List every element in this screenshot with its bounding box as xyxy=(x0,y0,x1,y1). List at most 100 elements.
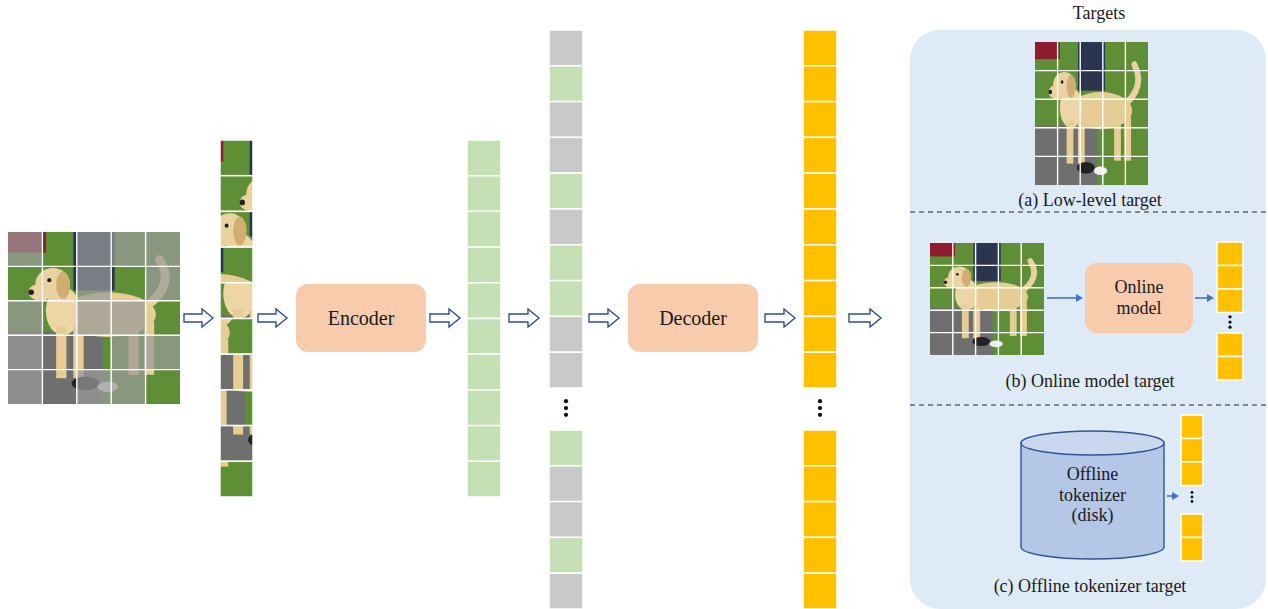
dashed-separator xyxy=(910,404,1268,405)
token-cell xyxy=(549,573,583,609)
token-cell xyxy=(803,102,837,138)
token-cell xyxy=(1217,289,1243,313)
grid-line xyxy=(1035,70,1148,71)
target-label: (b) Online model target xyxy=(910,371,1266,392)
masked-patch xyxy=(111,301,145,335)
ellipsis-dot xyxy=(1191,500,1194,503)
token-cell xyxy=(803,30,837,66)
box-label: Decoder xyxy=(659,307,727,330)
cylinder-body xyxy=(1021,443,1164,559)
token-cell xyxy=(803,537,837,573)
patch-border xyxy=(220,140,253,176)
grid-line xyxy=(998,243,999,355)
dog-image xyxy=(8,232,180,404)
grid-line xyxy=(76,232,77,404)
grid-line xyxy=(1035,98,1148,99)
hollow-arrow xyxy=(765,309,795,327)
masked-patch xyxy=(8,301,42,335)
ellipsis-dot xyxy=(1228,315,1231,318)
dog-image xyxy=(1035,42,1148,185)
token-cell xyxy=(467,283,501,319)
grid-line xyxy=(8,266,180,267)
arrow-head xyxy=(1172,492,1179,500)
patch-border xyxy=(220,354,253,390)
grid-line xyxy=(1035,156,1148,157)
ellipsis-dot xyxy=(818,399,822,403)
online-model-box: Online model xyxy=(1085,263,1193,333)
masked-patch xyxy=(111,335,145,369)
token-cell xyxy=(1217,242,1243,266)
dog-picture xyxy=(930,243,1044,355)
ellipsis-dot xyxy=(818,406,822,410)
masked-patch xyxy=(77,301,111,335)
token-cell xyxy=(803,281,837,317)
ellipsis-dot xyxy=(1228,326,1231,329)
token-cell xyxy=(803,466,837,502)
panel-title: Targets xyxy=(910,3,1266,24)
hollow-arrow xyxy=(258,309,287,327)
token-cell xyxy=(803,502,837,538)
token-cell xyxy=(1181,514,1203,538)
ellipsis-dot xyxy=(564,399,568,403)
token-cell xyxy=(549,245,583,281)
token-cell xyxy=(549,30,583,66)
token-cell xyxy=(1181,538,1203,562)
cylinder-top xyxy=(1021,431,1164,455)
patch-border xyxy=(220,211,253,247)
grid-line xyxy=(930,310,1044,311)
arrow-head xyxy=(1076,294,1083,302)
encoder-box: Encoder xyxy=(296,284,426,352)
grid-line xyxy=(930,332,1044,333)
patch-border xyxy=(220,176,253,212)
grid-line xyxy=(42,232,43,404)
dog-picture xyxy=(8,232,180,404)
hollow-arrow xyxy=(509,309,539,327)
decoder-box: Decoder xyxy=(628,284,758,352)
target-label: (a) Low-level target xyxy=(910,190,1266,211)
masked-patch xyxy=(146,232,180,266)
box-label: Online model xyxy=(1099,277,1179,318)
masked-patch xyxy=(8,232,42,266)
token-cell xyxy=(803,573,837,609)
ellipsis-dot xyxy=(1228,320,1231,323)
token-cell xyxy=(803,66,837,102)
token-cell xyxy=(549,173,583,209)
token-cell xyxy=(549,502,583,538)
token-cell xyxy=(467,354,501,390)
patch-border xyxy=(220,426,253,462)
masked-patch xyxy=(77,370,111,404)
token-cell xyxy=(549,537,583,573)
ellipsis-dot xyxy=(564,406,568,410)
patch-border xyxy=(220,319,253,355)
ellipsis-dot xyxy=(1191,496,1194,499)
grid-line xyxy=(1125,42,1126,185)
patch-picture xyxy=(88,319,253,498)
token-cell xyxy=(803,316,837,352)
image-patch xyxy=(121,211,286,390)
token-cell xyxy=(467,247,501,283)
patch-picture xyxy=(121,211,286,390)
grid-line xyxy=(975,243,976,355)
grid-line xyxy=(110,232,111,404)
ellipsis-dot xyxy=(1191,491,1194,494)
token-cell xyxy=(549,316,583,352)
token-cell xyxy=(803,209,837,245)
cylinder-label: Offline tokenizer (disk) xyxy=(1045,464,1141,526)
grid-line xyxy=(930,265,1044,266)
token-column xyxy=(803,30,837,609)
token-cell xyxy=(549,466,583,502)
ellipsis-dot xyxy=(564,413,568,417)
patch-border xyxy=(220,390,253,426)
target-label: (c) Offline tokenizer target xyxy=(910,576,1266,597)
token-cell xyxy=(467,461,501,497)
token-cell xyxy=(467,319,501,355)
token-cell xyxy=(467,390,501,426)
grid-line xyxy=(1035,127,1148,128)
grid-line xyxy=(1102,42,1103,185)
token-cell xyxy=(549,102,583,138)
masked-patch xyxy=(111,370,145,404)
token-cell xyxy=(1217,333,1243,357)
token-cell xyxy=(549,137,583,173)
grid-line xyxy=(930,287,1044,288)
